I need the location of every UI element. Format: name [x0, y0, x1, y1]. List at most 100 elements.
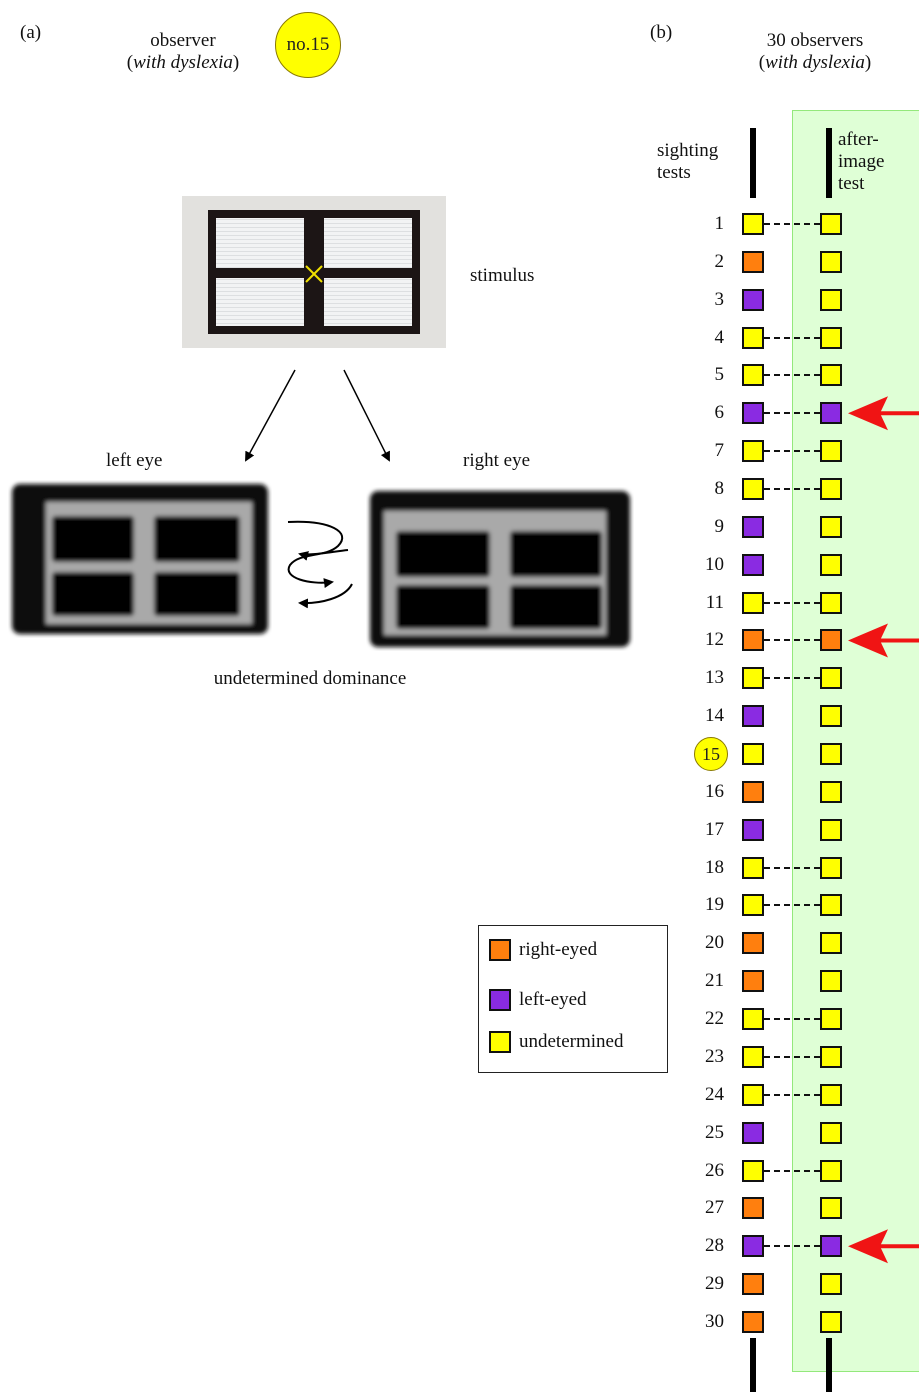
panel-b-label: (b)	[650, 22, 673, 43]
observer-number: 28	[705, 1235, 724, 1257]
legend-swatch-left-eyed	[489, 989, 511, 1011]
afterimage-result-square	[820, 1008, 842, 1031]
legend-item-left-eyed: left-eyed	[489, 987, 587, 1013]
observer-title-line1: observer	[150, 30, 216, 51]
observer-number: 30	[705, 1310, 724, 1332]
afterimage-panel-background	[792, 110, 919, 1372]
legend-swatch-undetermined	[489, 1031, 511, 1053]
afterimage-result-square	[820, 402, 842, 425]
sighting-result-square	[742, 1273, 764, 1296]
afterimage-result-square	[820, 478, 842, 501]
observer-number: 8	[714, 478, 725, 500]
agreement-dashed-line	[764, 1093, 820, 1096]
observer-number: 23	[705, 1045, 724, 1067]
arrow-to-left-eye	[245, 369, 296, 462]
observer-number: 7	[714, 440, 725, 462]
afterimage-result-square	[820, 213, 842, 235]
observer-number: 6	[714, 402, 725, 424]
legend-swatch-right-eyed	[489, 939, 511, 961]
observer-number: 18	[705, 856, 724, 878]
sighting-result-square	[742, 515, 764, 538]
right-eye-label: right eye	[463, 450, 531, 471]
observer-number: 26	[705, 1159, 724, 1181]
afterimage-result-square	[820, 553, 842, 576]
afterimage-result-square	[820, 250, 842, 273]
afterimage-result-square	[820, 1121, 842, 1144]
sighting-result-square	[742, 478, 764, 501]
observer-number: 12	[705, 629, 724, 651]
afterimage-result-square	[820, 1159, 842, 1182]
sighting-result-square	[742, 326, 764, 349]
afterimage-result-square	[820, 1083, 842, 1106]
sighting-result-square	[742, 553, 764, 576]
panel-b-title-line1: 30 observers	[766, 30, 864, 51]
sighting-column-bar-bottom	[750, 1338, 756, 1392]
afterimage-result-square	[820, 364, 842, 387]
afterimage-result-square	[820, 288, 842, 311]
sighting-result-square	[742, 705, 764, 728]
legend: right-eyed left-eyed undetermined	[478, 925, 668, 1073]
observer-number: 21	[705, 970, 724, 992]
sighting-result-square	[742, 1197, 764, 1220]
sighting-result-square	[742, 1235, 764, 1258]
dominance-caption: undetermined dominance	[213, 668, 407, 689]
panel-b-title: 30 observers (with dyslexia)	[730, 30, 900, 74]
observer-number: 5	[714, 364, 725, 386]
afterimage-result-square	[820, 591, 842, 614]
afterimage-result-square	[820, 970, 842, 993]
panel-b-title-line2: (with dyslexia)	[758, 52, 872, 73]
afterimage-result-square	[820, 515, 842, 538]
sighting-result-square	[742, 591, 764, 614]
afterimage-test-header: after- image test	[838, 129, 885, 194]
right-eye-view-image	[366, 487, 634, 651]
agreement-dashed-line	[764, 1055, 820, 1058]
agreement-dashed-line	[764, 1245, 820, 1248]
arrow-to-right-eye	[343, 369, 390, 462]
legend-item-right-eyed: right-eyed	[489, 937, 597, 963]
sighting-tests-header: sighting tests	[657, 140, 719, 183]
agreement-dashed-line	[764, 488, 820, 491]
panel-a-label: (a)	[20, 22, 42, 43]
observer-number: 13	[705, 667, 724, 689]
afterimage-result-square	[820, 780, 842, 803]
afterimage-result-square	[820, 667, 842, 690]
afterimage-result-square	[820, 326, 842, 349]
sighting-result-square	[742, 1121, 764, 1144]
afterimage-result-square	[820, 818, 842, 841]
sighting-result-square	[742, 743, 764, 766]
sighting-result-square	[742, 629, 764, 652]
afterimage-result-square	[820, 856, 842, 879]
sighting-result-square	[742, 440, 764, 463]
observer-15-highlight-badge: 15	[694, 737, 728, 772]
agreement-dashed-line	[764, 866, 820, 869]
afterimage-result-square	[820, 743, 842, 766]
sighting-result-square	[742, 1083, 764, 1106]
observer-number: 16	[705, 780, 724, 802]
stimulus-window-image	[182, 196, 446, 348]
rivalry-swirl-icon	[287, 520, 353, 609]
afterimage-result-square	[820, 440, 842, 463]
afterimage-result-square	[820, 1045, 842, 1068]
observer-number: 1	[714, 213, 725, 234]
afterimage-result-square	[820, 629, 842, 652]
observer-number: 9	[714, 515, 725, 537]
sighting-column-bar-top	[750, 128, 756, 198]
sighting-result-square	[742, 894, 764, 917]
sighting-result-square	[742, 1159, 764, 1182]
afterimage-result-square	[820, 1235, 842, 1258]
observer-number: 25	[705, 1121, 724, 1143]
red-highlight-arrow	[848, 1229, 919, 1264]
observer-number: 19	[705, 894, 724, 916]
observer-title: observer (with dyslexia)	[98, 30, 268, 74]
afterimage-result-square	[820, 705, 842, 728]
sighting-result-square	[742, 818, 764, 841]
observer-number-badge: no.15	[275, 12, 341, 78]
observer-number: 20	[705, 932, 724, 954]
observer-number: 27	[705, 1197, 724, 1219]
agreement-dashed-line	[764, 904, 820, 907]
afterimage-result-square	[820, 894, 842, 917]
sighting-result-square	[742, 402, 764, 425]
agreement-dashed-line	[764, 412, 820, 415]
afterimage-column-bar-top	[826, 128, 832, 198]
